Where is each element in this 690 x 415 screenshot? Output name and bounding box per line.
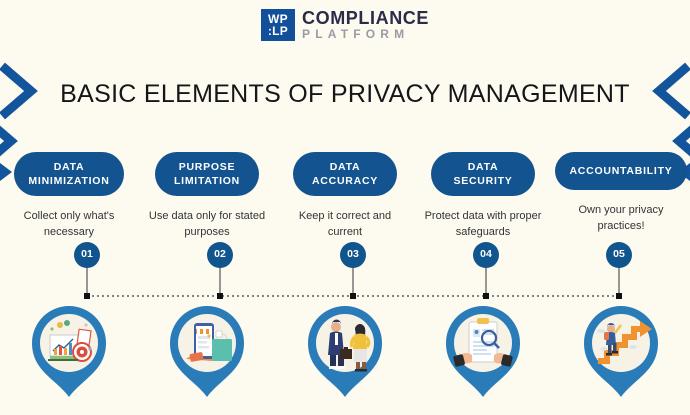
element-pill-5-text: ACCOUNTABILITY [569, 165, 673, 177]
analytics-target-icon[interactable] [26, 303, 112, 399]
brand-logo: WP :LP COMPLIANCE PLATFORM [0, 9, 690, 41]
chevron-right-decoration-left-top [0, 60, 40, 122]
step-badge-3[interactable]: 03 [347, 248, 359, 260]
stairs-growth-icon[interactable] [578, 303, 664, 399]
logo-wordmark: COMPLIANCE PLATFORM [302, 9, 429, 40]
icon-pins-row [0, 303, 690, 399]
business-people-icon[interactable] [302, 303, 388, 399]
element-caption-4: Protect data with proper safeguards [424, 210, 542, 238]
icon-pin-column-1 [0, 303, 138, 399]
element-caption-3: Keep it correct and current [298, 210, 392, 238]
icon-pin-column-4 [414, 303, 552, 399]
icon-pin-column-5 [552, 303, 690, 399]
chevron-right-decoration-left-mid [0, 110, 20, 172]
element-caption-5: Own your privacy practices! [578, 204, 664, 232]
logo-mark-line2: :LP [267, 24, 289, 38]
document-review-icon[interactable] [440, 303, 526, 399]
logo-name-primary: COMPLIANCE [302, 8, 429, 29]
element-caption-1: Collect only what's necessary [23, 210, 115, 238]
logo-name-secondary: PLATFORM [302, 27, 410, 42]
icon-pin-column-3 [276, 303, 414, 399]
step-badge-4[interactable]: 04 [480, 248, 492, 260]
logo-mark-icon: WP :LP [261, 9, 295, 41]
chevron-right-decoration-left-bottom [0, 152, 18, 192]
mobile-shopping-icon[interactable] [164, 303, 250, 399]
element-caption-2: Use data only for stated purposes [148, 210, 266, 238]
step-badge-5[interactable]: 05 [613, 248, 625, 260]
step-badge-1[interactable]: 01 [81, 248, 93, 260]
chevron-left-decoration-right-mid [670, 110, 690, 172]
page-title: BASIC ELEMENTS OF PRIVACY MANAGEMENT [60, 80, 630, 108]
icon-pin-column-2 [138, 303, 276, 399]
chevron-left-decoration-right-top [650, 60, 690, 122]
step-badge-2[interactable]: 02 [214, 248, 226, 260]
element-column-5: ACCOUNTABILITY Own your privacy practice… [552, 152, 690, 241]
timeline-connector: 01 02 03 04 05 [0, 240, 690, 305]
element-pill-5[interactable]: ACCOUNTABILITY [555, 152, 687, 191]
logo-mark-line1: WP [268, 12, 288, 26]
